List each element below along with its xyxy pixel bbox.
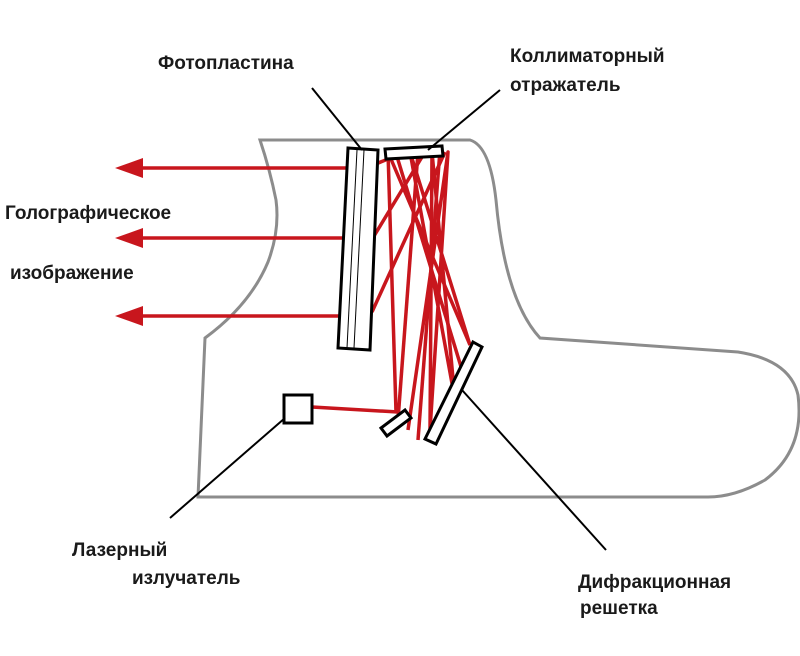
beam-to-plate-2 <box>372 151 427 237</box>
diffraction-grating <box>422 339 484 446</box>
beam-crossing-2 <box>396 151 420 421</box>
beam-to-plate-3 <box>370 151 447 313</box>
label-hologram-line2: изображение <box>10 263 134 284</box>
device-housing-outline <box>196 138 800 499</box>
arrowhead-2 <box>115 228 143 248</box>
label-laser-line1: Лазерный <box>72 540 167 561</box>
laser-emitter <box>282 393 314 425</box>
photoplate <box>336 146 380 352</box>
beam-crossing-3 <box>416 149 442 441</box>
collimator-reflector <box>383 144 445 161</box>
leader-photoplate <box>311 87 363 151</box>
leader-grating <box>461 389 607 551</box>
output-arrowheads <box>115 158 143 326</box>
label-hologram-line1: Голографическое <box>5 203 171 224</box>
label-grating-line2: решетка <box>580 598 658 619</box>
label-laser-line2: излучатель <box>132 568 240 589</box>
arrowhead-3 <box>115 306 143 326</box>
leader-laser <box>169 417 286 519</box>
fold-mirror <box>378 407 414 439</box>
beam-mirror-to-reflector <box>386 151 398 413</box>
beam-laser-to-mirror <box>311 405 399 414</box>
beam-crossing-1 <box>393 149 464 371</box>
label-collimator-line2: отражатель <box>510 75 621 96</box>
leader-collimator <box>427 89 501 151</box>
arrowhead-1 <box>115 158 143 178</box>
label-collimator-line1: Коллиматорный <box>510 46 665 67</box>
leader-lines <box>169 87 607 551</box>
label-photoplate: Фотопластина <box>158 53 294 74</box>
laser-beams <box>140 149 472 441</box>
label-grating-line1: Дифракционная <box>578 572 731 593</box>
